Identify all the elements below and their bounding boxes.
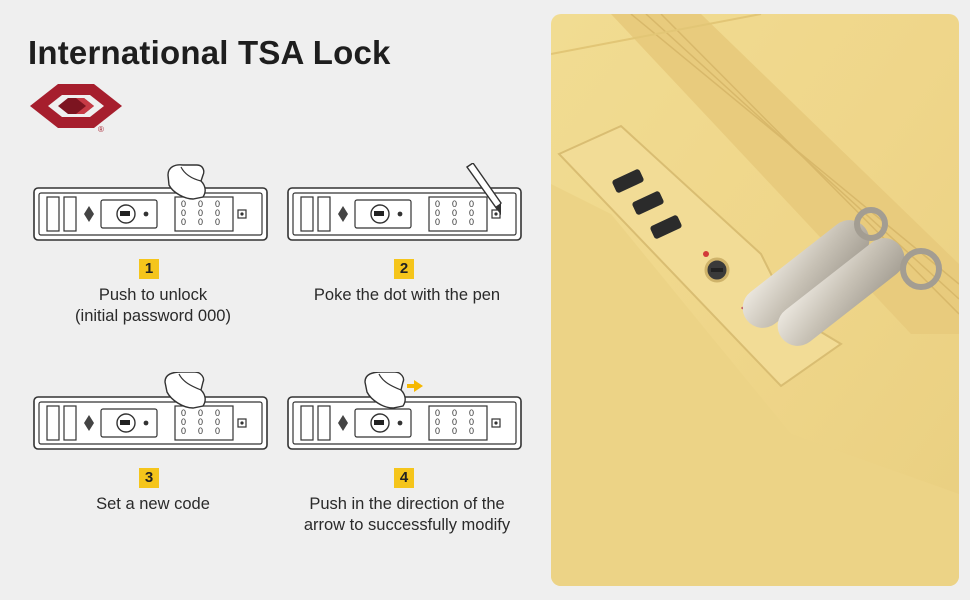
step-number-badge: 2 — [394, 259, 414, 279]
svg-text:0: 0 — [435, 417, 440, 427]
step-number-badge: 4 — [394, 468, 414, 488]
svg-text:0: 0 — [215, 408, 220, 418]
svg-text:0: 0 — [181, 417, 186, 427]
svg-text:0: 0 — [452, 426, 457, 436]
step-caption: Poke the dot with the pen — [257, 285, 557, 306]
svg-text:0: 0 — [198, 408, 203, 418]
caption-line: (initial password 000) — [75, 307, 231, 325]
combination-dials — [612, 169, 682, 239]
suitcase-tsa-lock-photo — [551, 14, 959, 586]
pen-icon — [466, 163, 502, 215]
svg-text:0: 0 — [198, 426, 203, 436]
arrow-right-icon — [407, 380, 423, 392]
lock-diagram: 000 000 000 — [287, 372, 522, 450]
caption-line: Push to unlock — [98, 286, 208, 304]
svg-text:0: 0 — [181, 199, 186, 209]
combination-dials: 000 000 000 — [435, 199, 474, 227]
caption-line: Push in the direction of the — [309, 495, 505, 513]
svg-text:0: 0 — [181, 208, 186, 218]
svg-text:0: 0 — [215, 426, 220, 436]
svg-text:0: 0 — [198, 208, 203, 218]
svg-text:0: 0 — [435, 199, 440, 209]
svg-text:0: 0 — [198, 217, 203, 227]
svg-text:0: 0 — [469, 417, 474, 427]
svg-text:0: 0 — [452, 217, 457, 227]
svg-text:0: 0 — [198, 199, 203, 209]
step-number-badge: 3 — [139, 468, 159, 488]
svg-text:0: 0 — [181, 426, 186, 436]
combination-dials: 000 000 000 — [181, 199, 220, 227]
svg-text:0: 0 — [435, 217, 440, 227]
logo-registered-mark: ® — [98, 125, 104, 134]
svg-text:0: 0 — [215, 199, 220, 209]
svg-text:0: 0 — [215, 208, 220, 218]
combination-dials: 000 000 000 — [181, 408, 220, 436]
svg-text:0: 0 — [215, 417, 220, 427]
tsa-logo: ® — [30, 84, 122, 134]
page-title: International TSA Lock — [28, 34, 391, 71]
svg-text:0: 0 — [469, 208, 474, 218]
svg-text:0: 0 — [452, 408, 457, 418]
svg-text:0: 0 — [215, 217, 220, 227]
step-caption: Push in the direction of the arrow to su… — [257, 494, 557, 536]
pointing-hand-icon — [364, 372, 406, 409]
pointing-hand-icon — [164, 372, 206, 409]
lock-diagram: 000 000 000 — [33, 372, 268, 450]
svg-text:0: 0 — [198, 417, 203, 427]
caption-line: Set a new code — [96, 495, 210, 513]
lock-diagram: 000 000 000 — [287, 163, 522, 241]
svg-text:0: 0 — [452, 208, 457, 218]
svg-text:0: 0 — [181, 217, 186, 227]
svg-text:0: 0 — [452, 417, 457, 427]
lock-diagram: 000 000 000 — [33, 164, 268, 241]
svg-text:0: 0 — [181, 408, 186, 418]
svg-text:0: 0 — [469, 426, 474, 436]
step-number-badge: 1 — [139, 259, 159, 279]
caption-line: arrow to successfully modify — [303, 516, 511, 534]
svg-text:0: 0 — [435, 426, 440, 436]
pointing-hand-icon — [167, 164, 206, 200]
step-caption: Set a new code — [3, 494, 303, 515]
svg-text:0: 0 — [435, 208, 440, 218]
step-caption: Push to unlock (initial password 000) — [3, 285, 303, 327]
latch-hardware — [742, 207, 942, 346]
caption-line: Poke the dot with the pen — [313, 286, 501, 304]
combination-dials: 000 000 000 — [435, 408, 474, 436]
svg-text:0: 0 — [469, 408, 474, 418]
svg-text:0: 0 — [469, 199, 474, 209]
svg-text:0: 0 — [469, 217, 474, 227]
svg-text:0: 0 — [452, 199, 457, 209]
svg-text:0: 0 — [435, 408, 440, 418]
